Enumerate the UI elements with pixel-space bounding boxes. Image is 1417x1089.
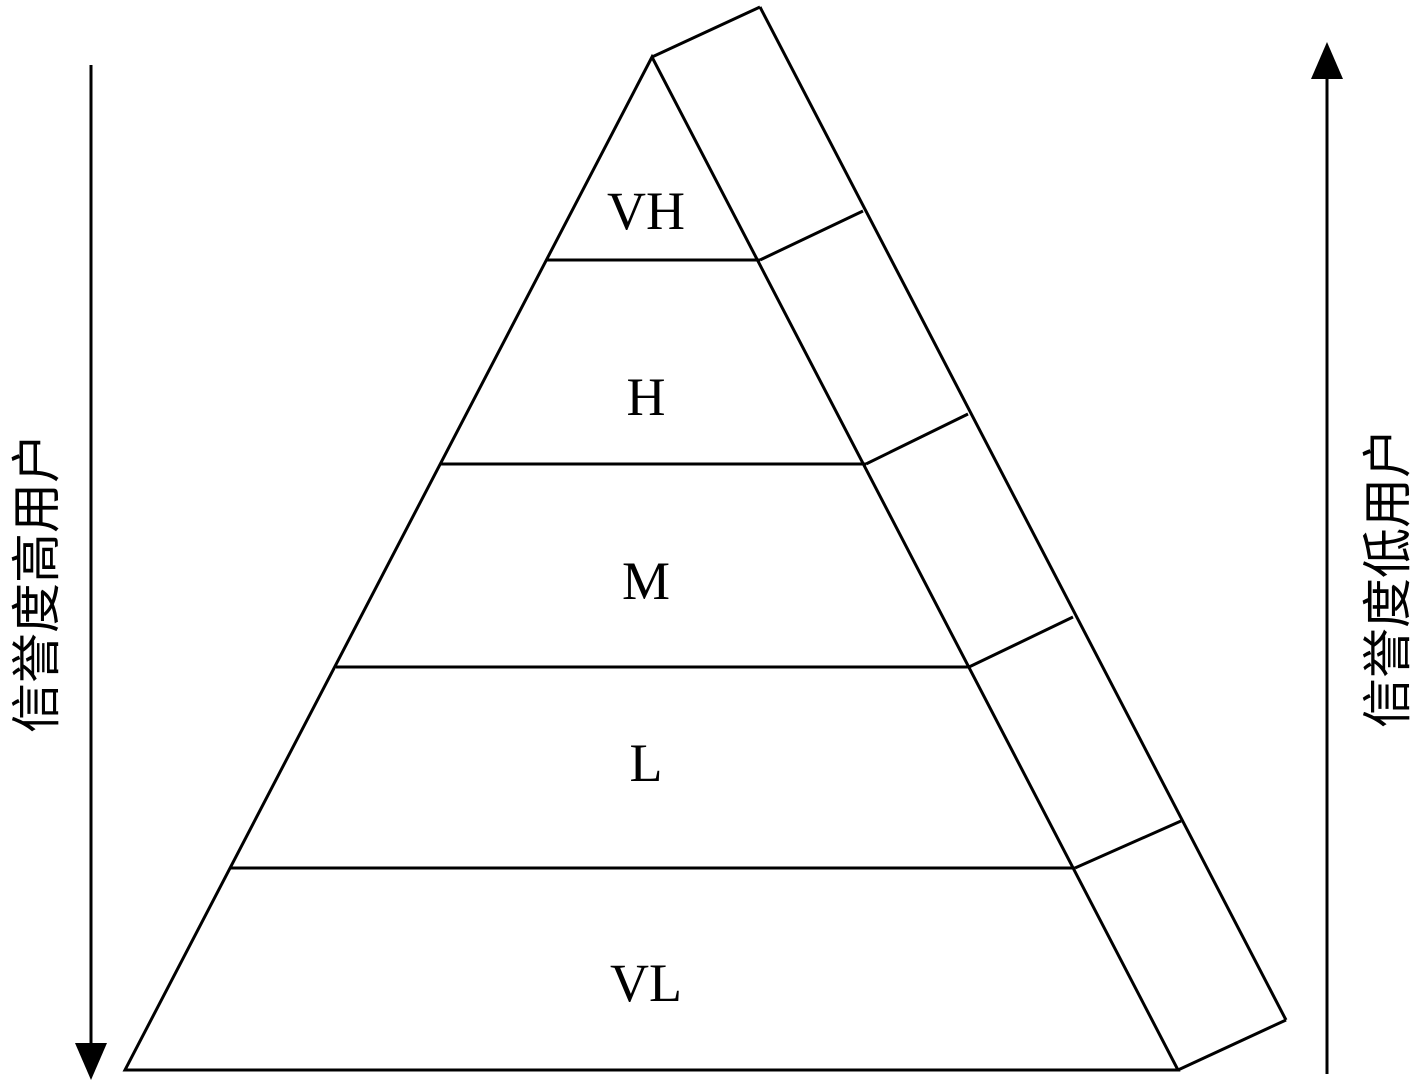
side-divider <box>759 209 864 262</box>
pyramid-side-face <box>651 5 1288 1072</box>
tier-label-h: H <box>627 367 666 427</box>
pyramid-outline <box>122 53 1181 1072</box>
pyramid-front-face <box>122 53 1181 1072</box>
right-arrowhead-icon <box>1311 42 1343 79</box>
tier-labels: VH H M L VL <box>607 181 685 1013</box>
side-bottom-edge <box>1177 1018 1287 1072</box>
right-arrow <box>1311 42 1343 1074</box>
tier-label-m: M <box>622 551 670 611</box>
tier-label-vh: VH <box>607 181 685 241</box>
left-arrow <box>75 65 107 1080</box>
tier-label-vl: VL <box>610 953 682 1013</box>
high-reputation-users-label: 信誉度高用户 <box>8 433 66 733</box>
side-back-edge <box>758 6 1288 1021</box>
tier-label-l: L <box>630 733 663 793</box>
side-divider <box>1074 819 1182 870</box>
side-divider <box>968 615 1074 669</box>
low-reputation-users-label: 信誉度低用户 <box>1359 428 1417 728</box>
side-divider <box>865 412 969 466</box>
left-arrowhead-icon <box>75 1043 107 1080</box>
side-top-edge <box>651 5 761 59</box>
